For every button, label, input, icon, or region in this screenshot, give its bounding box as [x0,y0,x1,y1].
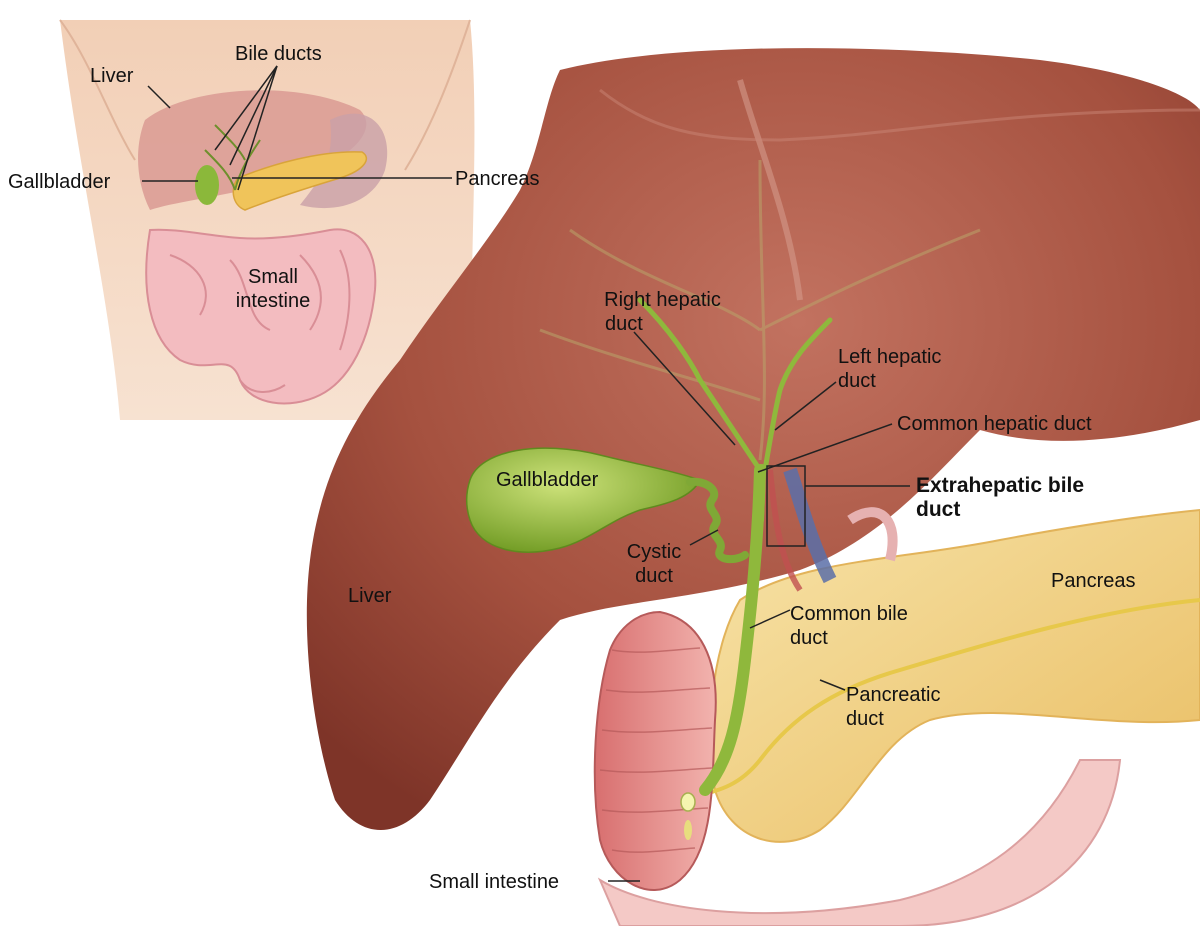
inset-torso [59,19,475,420]
right-hepatic-line1: Right hepatic [604,289,721,311]
label-liver: Liver [348,585,392,607]
label-extrahepatic-bile-duct: Extrahepatic bile duct [916,474,1084,522]
extrahepatic-line2: duct [916,498,961,521]
inset-small-intestine-line1: Small [247,266,298,288]
label-pancreatic-duct: Pancreatic duct [846,683,941,731]
pancreatic-line1: Pancreatic [846,684,941,706]
common-bile-line2: duct [790,627,828,649]
inset-gallbladder [195,165,219,205]
common-bile-line1: Common bile [790,603,908,625]
label-common-bile-duct: Common bile duct [790,602,908,650]
label-small-intestine: Small intestine [429,871,560,893]
left-hepatic-line2: duct [838,370,876,392]
right-hepatic-line2: duct [605,313,643,335]
inset-label-liver: Liver [90,65,134,87]
inset-intestine [145,228,377,405]
inset-label-small-intestine: Small intestine [218,265,328,313]
label-gallbladder: Gallbladder [496,469,599,491]
label-cystic-duct: Cystic duct [614,540,694,588]
extrahepatic-bracket [766,465,806,547]
inset-liver [138,90,367,210]
gallbladder [465,447,702,553]
common-bile-duct [699,464,766,796]
small-intestine [593,610,717,891]
cystic-line2: duct [635,565,673,587]
cystic-duct [686,477,749,564]
inset-bile-ducts [204,124,261,191]
left-hepatic-line1: Left hepatic [838,346,942,368]
pancreatic-line2: duct [846,708,884,730]
extrahepatic-line1: Extrahepatic bile [916,474,1085,497]
label-common-hepatic-duct: Common hepatic duct [897,413,1092,435]
leader-lines [142,65,910,882]
liver [306,48,1200,830]
inset-label-gallbladder: Gallbladder [8,171,111,193]
inset-label-bile-ducts: Bile ducts [235,43,322,65]
label-left-hepatic-duct: Left hepatic duct [838,345,941,393]
label-pancreas: Pancreas [1051,570,1136,592]
cystic-line1: Cystic [626,541,682,563]
label-right-hepatic-duct: Right hepatic duct [580,288,745,336]
pancreatic-duct [699,598,1200,797]
inset-small-intestine-line2: intestine [235,290,311,312]
inset-label-pancreas: Pancreas [455,168,540,190]
